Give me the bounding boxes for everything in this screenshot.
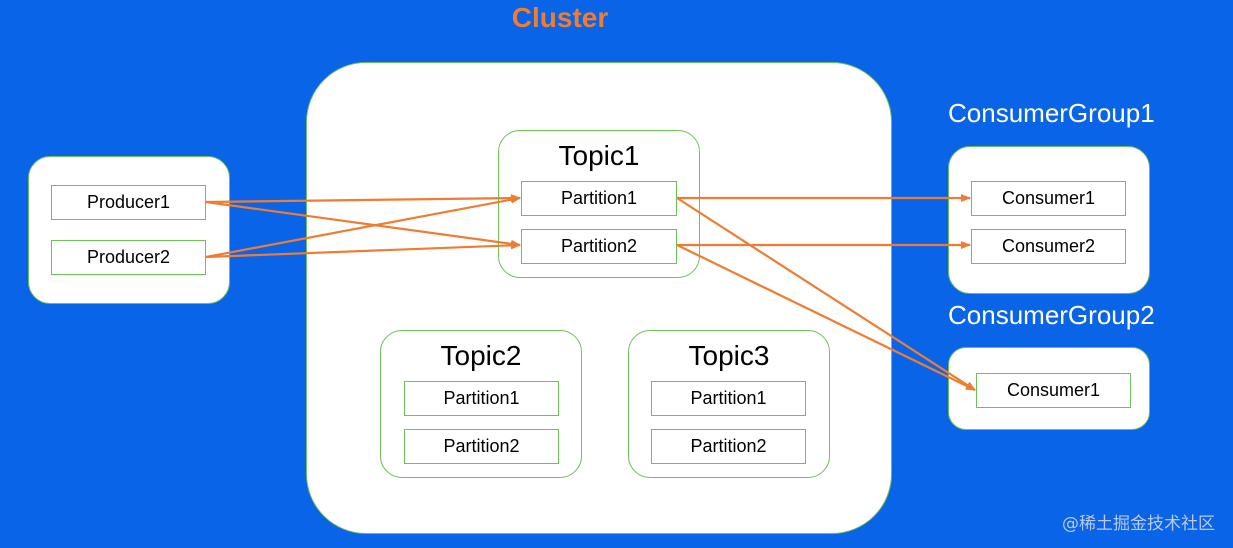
topic3-partition1: Partition1 [651,381,806,416]
consumer-group1-title: ConsumerGroup1 [948,98,1155,128]
cluster-title: Cluster [511,2,609,33]
topic2-title: Topic2 [440,340,522,371]
topic1-partition1: Partition1 [521,181,677,216]
arrow-t1p2-to-g2c1 [676,244,976,391]
consumer-group2-title: ConsumerGroup2 [948,300,1155,330]
arrow-producer2-to-t1p1 [205,195,521,259]
group1-consumer1: Consumer1 [971,181,1126,216]
arrow-producer1-to-t1p1 [205,194,521,204]
topic2-partition1: Partition1 [404,381,559,416]
topic1-title: Topic1 [558,140,640,171]
producer2-box: Producer2 [51,240,206,275]
consumer-group1-panel [948,146,1150,294]
producers-panel [28,156,230,304]
arrow-t1p1-to-g2c1 [676,197,976,391]
topic3-title: Topic3 [688,340,770,371]
group1-consumer2: Consumer2 [971,229,1126,264]
arrow-producer2-to-t1p2 [205,241,521,259]
arrow-producer1-to-t1p2 [205,200,521,248]
topic2-partition2: Partition2 [404,429,559,464]
watermark-text: @稀土掘金技术社区 [1062,514,1215,534]
producer1-box: Producer1 [51,185,206,220]
group2-consumer1: Consumer1 [976,373,1131,408]
topic3-partition2: Partition2 [651,429,806,464]
topic1-partition2: Partition2 [521,229,677,264]
